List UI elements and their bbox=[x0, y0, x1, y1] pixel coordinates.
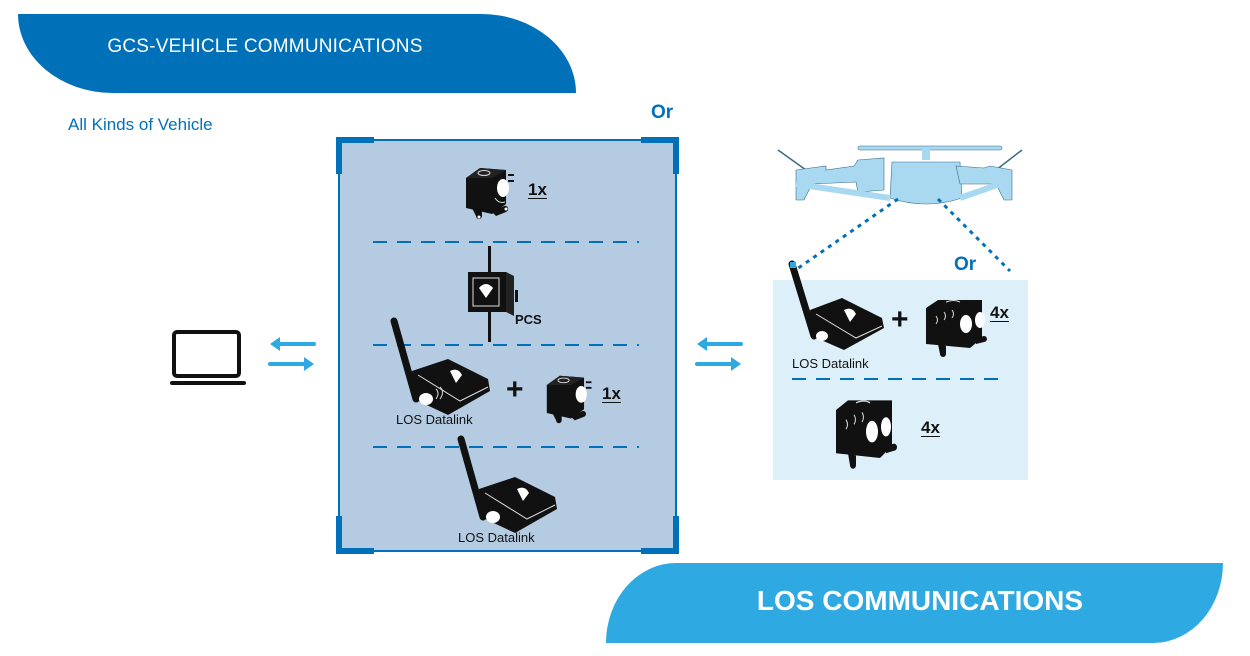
header-banner bbox=[18, 14, 576, 93]
or-label: Or bbox=[954, 254, 977, 275]
quad-camera-module-icon bbox=[922, 298, 1012, 358]
camera-module-icon bbox=[462, 164, 522, 222]
device-label: PCS bbox=[515, 312, 542, 327]
option-divider bbox=[373, 446, 639, 448]
camera-module-icon bbox=[543, 372, 599, 426]
pcs-unit-icon bbox=[460, 246, 520, 342]
plus-sign: + bbox=[891, 303, 909, 336]
device-label: LOS Datalink bbox=[792, 356, 869, 371]
option-divider bbox=[373, 344, 639, 346]
radio-link-left bbox=[790, 195, 1050, 275]
box-corner-bottom-right bbox=[641, 548, 679, 554]
footer-banner bbox=[606, 563, 1223, 643]
quad-camera-module-icon bbox=[832, 398, 922, 470]
box-corner-top-right bbox=[641, 137, 679, 143]
or-label: Or bbox=[651, 102, 674, 123]
box-corner-bottom-left bbox=[336, 516, 342, 554]
box-corner-top-left bbox=[336, 137, 342, 174]
quantity-label: 1x bbox=[528, 180, 547, 199]
quantity-label: 4x bbox=[921, 418, 940, 437]
option-divider bbox=[373, 241, 639, 243]
laptop-icon bbox=[168, 330, 248, 388]
device-label: LOS Datalink bbox=[458, 530, 535, 545]
los-datalink-icon bbox=[388, 317, 498, 417]
drone-icon bbox=[777, 140, 1023, 220]
los-datalink-icon bbox=[786, 260, 896, 360]
footer-title: LOS COMMUNICATIONS bbox=[756, 585, 1084, 616]
quantity-label: 4x bbox=[990, 303, 1009, 322]
header-subtitle: All Kinds of Vehicle bbox=[68, 115, 213, 134]
header-title: GCS-VEHICLE COMMUNICATIONS bbox=[107, 36, 423, 57]
plus-sign: + bbox=[506, 373, 524, 406]
box-corner-top-right bbox=[673, 137, 679, 174]
bidirectional-arrows-icon bbox=[268, 337, 318, 371]
box-corner-top-left bbox=[336, 137, 374, 143]
box-corner-bottom-right bbox=[673, 516, 679, 554]
los-datalink-icon bbox=[455, 435, 565, 535]
box-corner-bottom-left bbox=[336, 548, 374, 554]
option-divider bbox=[792, 378, 1002, 380]
bidirectional-arrows-icon bbox=[695, 337, 745, 371]
quantity-label: 1x bbox=[602, 384, 621, 403]
device-label: LOS Datalink bbox=[396, 412, 473, 427]
